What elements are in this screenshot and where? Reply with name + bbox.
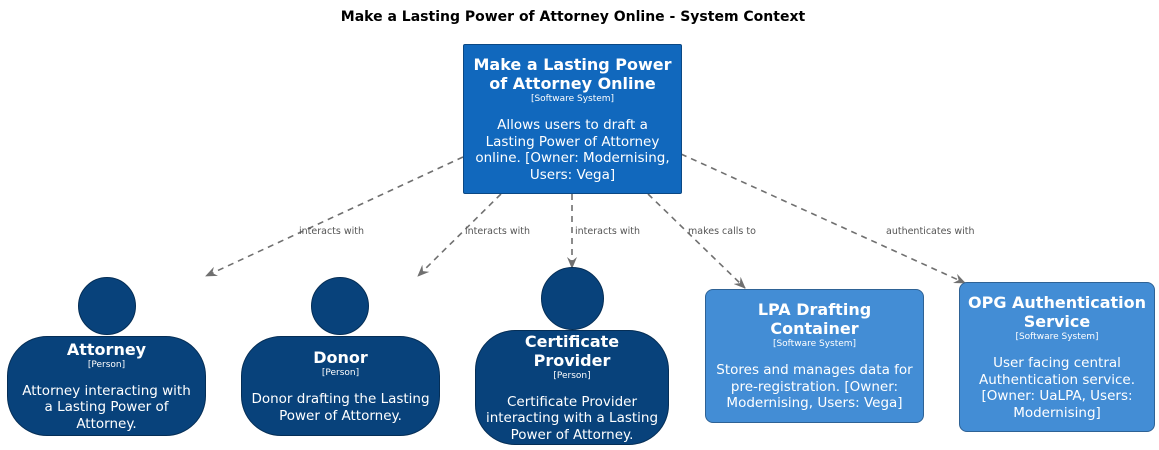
edge-to-attorney	[205, 156, 464, 277]
node-description: Donor drafting the Lasting Power of Atto…	[251, 391, 430, 424]
person-head-icon	[541, 267, 604, 330]
person-body: Attorney [Person] Attorney interacting w…	[7, 336, 206, 436]
node-opg-authentication-service[interactable]: OPG Authentication Service [Software Sys…	[959, 282, 1155, 432]
node-type: [Person]	[321, 368, 360, 378]
edge-to-auth	[680, 153, 966, 284]
node-lpa-drafting-container[interactable]: LPA Drafting Container [Software System]…	[705, 289, 924, 423]
node-name: Certificate Provider	[524, 331, 620, 370]
node-type: [Software System]	[1015, 332, 1099, 342]
node-name: Donor	[313, 348, 368, 367]
edge-to-donor	[417, 193, 502, 277]
edge-to-drafting	[647, 193, 746, 289]
node-lpa-online[interactable]: Make a Lasting Power of Attorney Online …	[463, 44, 682, 194]
node-type: [Person]	[553, 370, 591, 381]
node-name: Attorney	[66, 339, 147, 359]
node-name: OPG Authentication Service	[968, 293, 1147, 331]
edge-label-donor: interacts with	[465, 226, 531, 237]
edge-label-auth: authenticates with	[886, 226, 975, 237]
node-type: [Software System]	[772, 339, 857, 350]
diagram-title: Make a Lasting Power of Attorney Online …	[340, 9, 806, 25]
node-description: Attorney interacting with a Lasting Powe…	[22, 382, 191, 432]
person-body: Certificate Provider [Person] Certificat…	[475, 330, 669, 445]
node-description: User facing central Authentication servi…	[978, 355, 1136, 421]
node-name: LPA Drafting Container	[757, 300, 872, 339]
person-body: Donor [Person] Donor drafting the Lastin…	[241, 336, 440, 436]
person-head-icon	[78, 277, 136, 335]
node-description: Stores and manages data for pre-registra…	[716, 362, 913, 412]
edge-label-certificate: interacts with	[575, 226, 641, 237]
edge-label-attorney: interacts with	[299, 226, 365, 237]
node-description: Certificate Provider interacting with a …	[485, 393, 659, 443]
node-description: Allows users to draft a Lasting Power of…	[475, 117, 670, 183]
edge-label-drafting: makes calls to	[688, 226, 756, 237]
node-type: [Person]	[87, 359, 126, 370]
node-name: Make a Lasting Power of Attorney Online	[473, 55, 672, 93]
node-type: [Software System]	[530, 94, 615, 104]
person-head-icon	[311, 277, 369, 335]
